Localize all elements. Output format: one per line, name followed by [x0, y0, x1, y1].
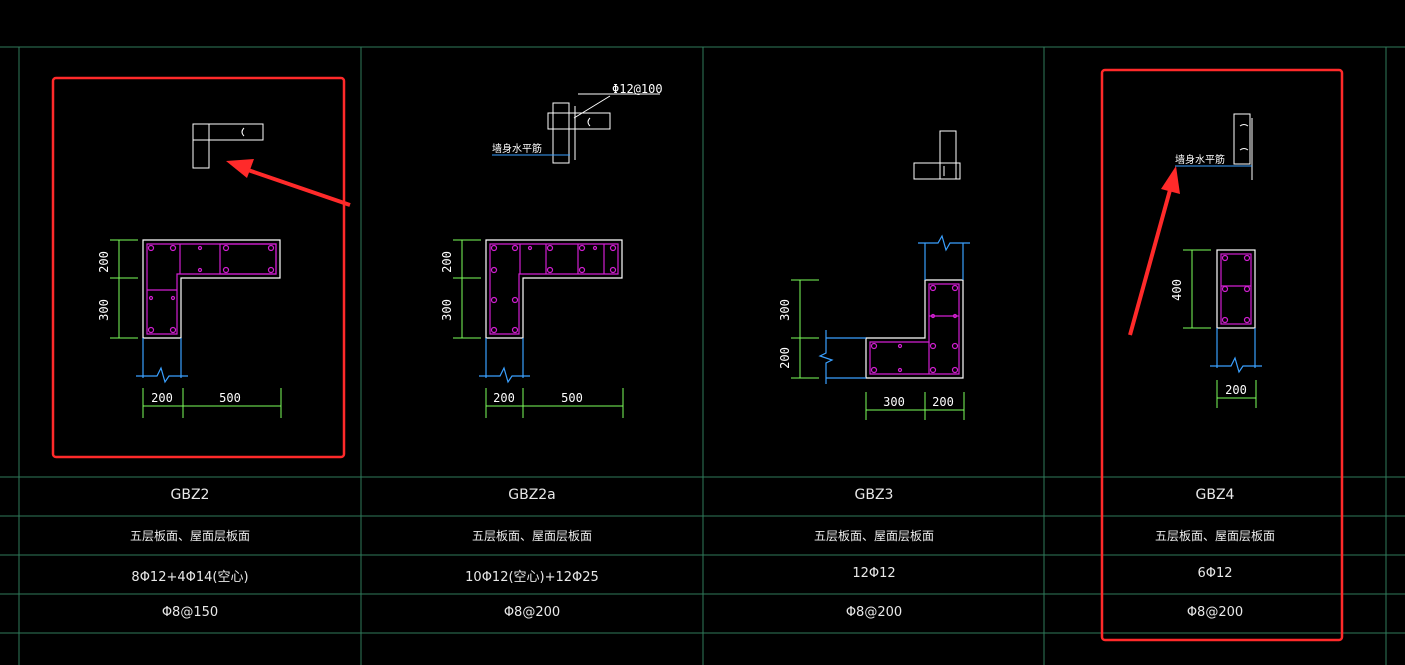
gbz2-dim-300-vertical: 300 — [97, 299, 111, 321]
arrow-gbz2 — [226, 159, 351, 207]
gbz4-longitudinal: 6Φ12 — [1197, 566, 1233, 581]
gbz3-dimensions — [791, 279, 965, 420]
gbz2-name: GBZ2 — [170, 487, 210, 503]
section-gbz2-drawing: 200 300 200 500 — [97, 123, 282, 418]
gbz3-detail — [913, 130, 961, 180]
gbz3-dim-300-vertical: 300 — [778, 299, 792, 321]
gbz3-dim-200-vertical: 200 — [778, 347, 792, 369]
gbz4-floors: 五层板面、屋面层板面 — [1154, 529, 1275, 543]
gbz2a-dimensions — [453, 239, 624, 418]
arrow-gbz4 — [1128, 166, 1180, 336]
highlight-box-gbz4 — [1100, 68, 1344, 642]
gbz2-detail — [192, 123, 264, 169]
gbz4-dimensions — [1183, 249, 1257, 408]
gbz2a-dim-500-horizontal: 500 — [561, 391, 583, 405]
gbz2a-section — [479, 239, 623, 384]
gbz2a-dim-300-vertical: 300 — [440, 299, 454, 321]
gbz2-section — [136, 239, 281, 384]
gbz4-section — [1210, 249, 1262, 374]
gbz2a-longitudinal: 10Φ12(空心)+12Φ25 — [465, 570, 599, 585]
gbz2a-floors: 五层板面、屋面层板面 — [471, 529, 592, 543]
highlight-box-gbz2 — [51, 76, 346, 459]
gbz2a-wall-label: 墙身水平筋 — [492, 142, 542, 155]
gbz2a-detail-label: Φ12@100 — [612, 82, 663, 96]
gbz4-detail — [1175, 113, 1253, 180]
gbz2a-name: GBZ2a — [508, 487, 556, 503]
gbz2-longitudinal: 8Φ12+4Φ14(空心) — [131, 570, 249, 585]
gbz2-stirrup: Φ8@150 — [161, 605, 219, 620]
section-gbz4-drawing: 墙身水平筋 400 200 — [1170, 113, 1262, 408]
gbz2a-dim-200-horizontal: 200 — [493, 391, 515, 405]
highlight-annotations — [51, 68, 1344, 642]
gbz2-dimensions — [110, 239, 282, 418]
gbz2a-detail — [492, 93, 660, 164]
gbz3-name: GBZ3 — [854, 487, 894, 503]
gbz2-dim-200-horizontal: 200 — [151, 391, 173, 405]
gbz4-name: GBZ4 — [1195, 487, 1235, 503]
gbz4-wall-label: 墙身水平筋 — [1175, 153, 1225, 166]
gbz2a-dim-200-vertical: 200 — [440, 251, 454, 273]
section-gbz3-drawing: 300 200 300 200 — [778, 130, 970, 420]
gbz3-dim-300-horizontal: 300 — [883, 395, 905, 409]
gbz4-dim-400-vertical: 400 — [1170, 279, 1184, 301]
section-gbz2a-drawing: Φ12@100 墙身水平筋 — [440, 82, 663, 418]
gbz3-section — [818, 234, 970, 384]
gbz3-longitudinal: 12Φ12 — [852, 566, 896, 581]
gbz2-floors: 五层板面、屋面层板面 — [129, 529, 250, 543]
table-grid — [0, 46, 1405, 665]
gbz2a-stirrup: Φ8@200 — [503, 605, 561, 620]
gbz3-floors: 五层板面、屋面层板面 — [813, 529, 934, 543]
gbz4-dim-200-horizontal: 200 — [1225, 383, 1247, 397]
gbz4-stirrup: Φ8@200 — [1186, 605, 1244, 620]
gbz2-dim-500-horizontal: 500 — [219, 391, 241, 405]
gbz3-dim-200-horizontal: 200 — [932, 395, 954, 409]
gbz3-stirrup: Φ8@200 — [845, 605, 903, 620]
gbz2-dim-200-vertical: 200 — [97, 251, 111, 273]
